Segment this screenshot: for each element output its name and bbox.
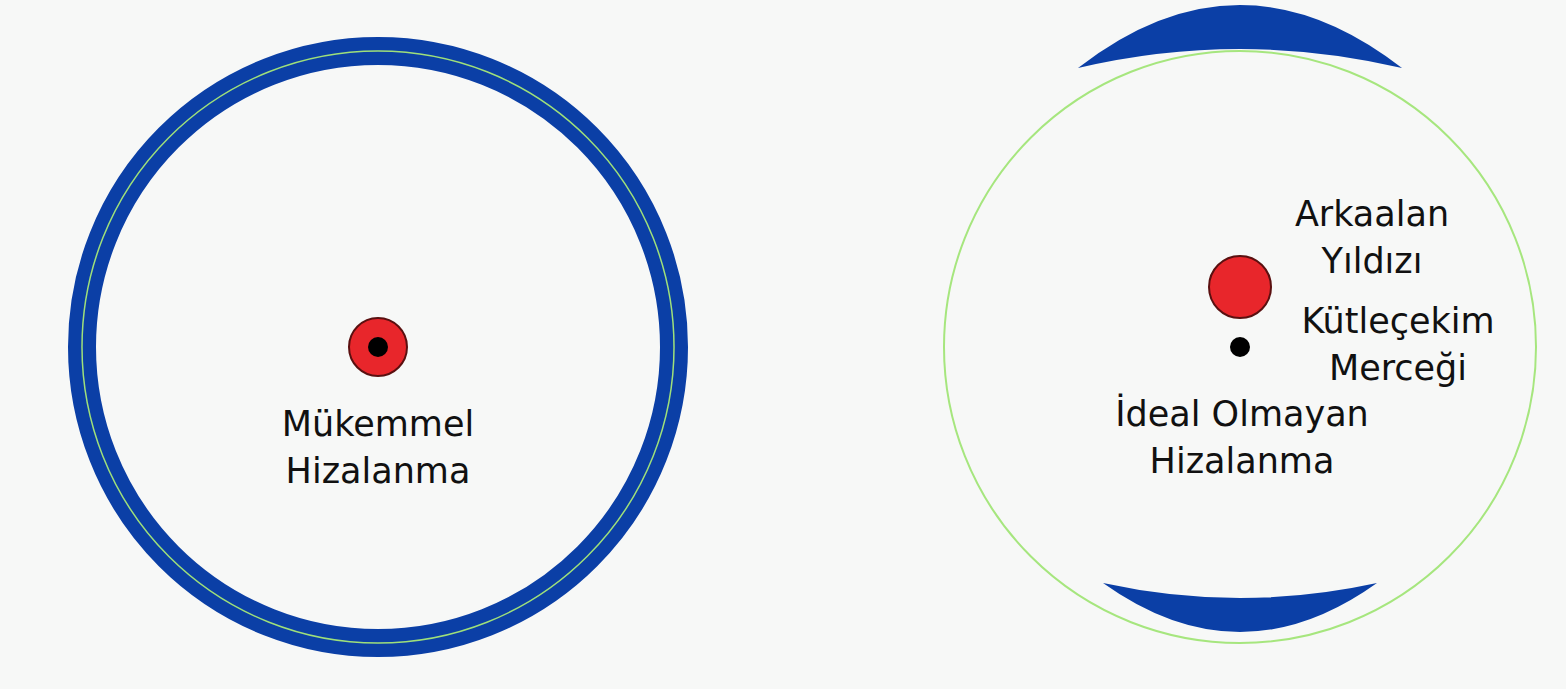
caption-label: Mükemmel Hizalanma: [253, 401, 503, 495]
caption-label: Arkaalan Yıldızı: [1267, 191, 1477, 285]
lensed-arc: [1103, 583, 1377, 632]
caption-label: Kütleçekim Merceği: [1273, 298, 1523, 392]
lensed-arc: [1078, 5, 1402, 68]
einstein-radius: [82, 51, 674, 643]
background-star: [1209, 256, 1271, 318]
lens-mass: [368, 337, 388, 357]
einstein-ring: [82, 51, 674, 643]
background-star: [349, 318, 407, 376]
caption-label: İdeal Olmayan Hizalanma: [1077, 391, 1407, 485]
lens-mass: [1230, 337, 1250, 357]
einstein-radius: [944, 51, 1536, 643]
